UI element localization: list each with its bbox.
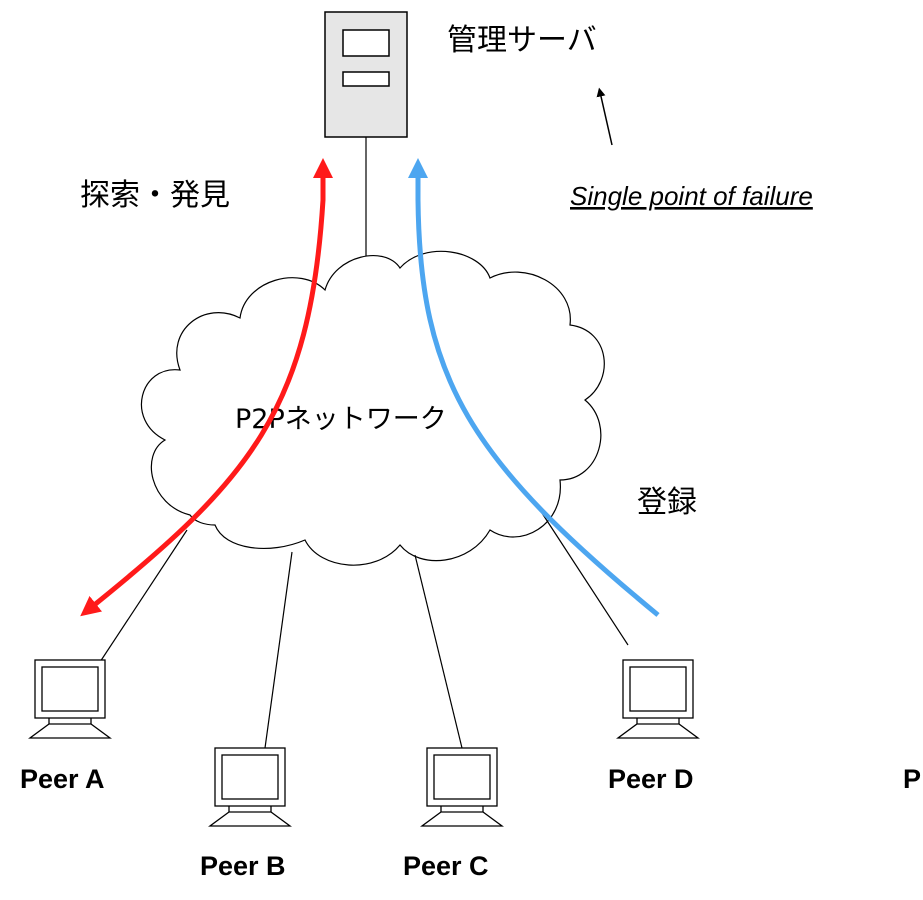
peer-d-label: Peer D <box>608 764 694 794</box>
register-flow-arrow <box>408 158 660 617</box>
peer-b-link <box>264 551 293 749</box>
search-flow-label: 探索・発見 <box>80 178 230 213</box>
peer-c-computer-icon <box>420 747 504 827</box>
search-flow-arrow <box>80 158 333 617</box>
peer-b-label: Peer B <box>200 851 286 881</box>
peer-c-link <box>414 554 463 749</box>
annotation-arrow <box>596 87 613 146</box>
peer-d-computer-icon <box>616 659 700 739</box>
peer-a-label: Peer A <box>20 764 105 794</box>
peer-a-link <box>99 529 188 663</box>
register-flow-label: 登録 <box>637 485 697 520</box>
peer-e-label-partial: P <box>903 764 921 794</box>
server-icon <box>324 11 408 138</box>
server-label: 管理サーバ <box>447 23 597 58</box>
peer-d-link <box>539 509 629 646</box>
peer-a-computer-icon <box>28 659 112 739</box>
peer-c-label: Peer C <box>403 851 489 881</box>
annotation-text: Single point of failure <box>570 181 813 211</box>
peer-b-computer-icon <box>208 747 292 827</box>
